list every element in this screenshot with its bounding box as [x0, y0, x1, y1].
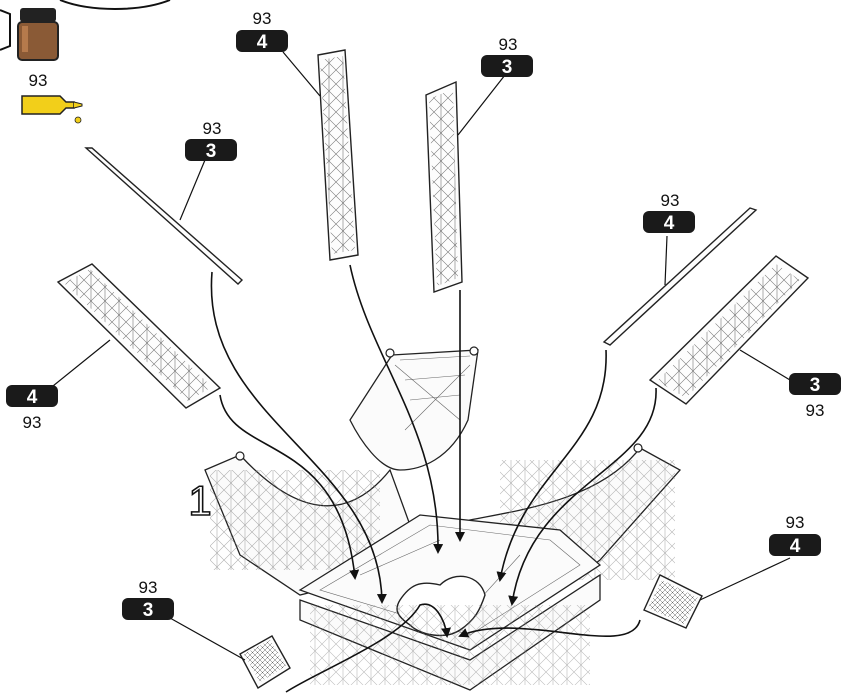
panel-part-e — [56, 263, 222, 409]
tower-base — [204, 346, 682, 691]
callout-paint-code: 93 — [203, 119, 222, 138]
part-badge — [6, 385, 58, 407]
part-number: 4 — [790, 536, 801, 557]
part-number: 3 — [810, 375, 821, 396]
arrow-part-f — [508, 387, 657, 606]
panel-part-b — [425, 80, 463, 293]
arrow-part-d — [496, 349, 607, 582]
part-number: 4 — [27, 387, 38, 408]
part-badge — [236, 30, 288, 52]
arrow-part-h — [285, 603, 451, 693]
part-badge — [481, 55, 533, 77]
header-fragment — [59, 0, 171, 10]
panel-part-a — [317, 49, 359, 261]
callout-paint-code: 93 — [786, 513, 805, 532]
part-number: 3 — [206, 141, 217, 162]
part-badge — [185, 139, 237, 161]
part-number: 4 — [257, 32, 268, 53]
panel-part-f — [648, 255, 810, 405]
arrow-part-c — [210, 271, 387, 604]
part-badge — [643, 211, 695, 233]
arrow-part-g — [458, 619, 641, 638]
part-number: 4 — [664, 213, 675, 234]
glue-tube-icon — [21, 95, 83, 124]
step-number: 1 — [188, 477, 211, 524]
part-badge — [769, 534, 821, 556]
part-badge — [789, 373, 841, 395]
paint-jar-icon — [17, 8, 59, 61]
strip-part-c — [84, 147, 244, 285]
part-badge — [122, 598, 174, 620]
callout-paint-code: 93 — [139, 578, 158, 597]
callout-paint-code: 93 — [499, 35, 518, 54]
callout-paint-code: 93 — [253, 9, 272, 28]
paint-code-label: 93 — [29, 71, 48, 90]
mesh-part-g — [643, 574, 703, 629]
callout-paint-code: 93 — [23, 413, 42, 432]
callout-paint-code: 93 — [661, 191, 680, 210]
part-number: 3 — [502, 57, 513, 78]
part-number: 3 — [143, 600, 154, 621]
strip-part-d — [602, 207, 758, 346]
mesh-part-h — [239, 635, 291, 689]
arrow-part-e — [219, 394, 360, 580]
callout-paint-code: 93 — [806, 401, 825, 420]
arrow-part-a — [349, 264, 444, 554]
